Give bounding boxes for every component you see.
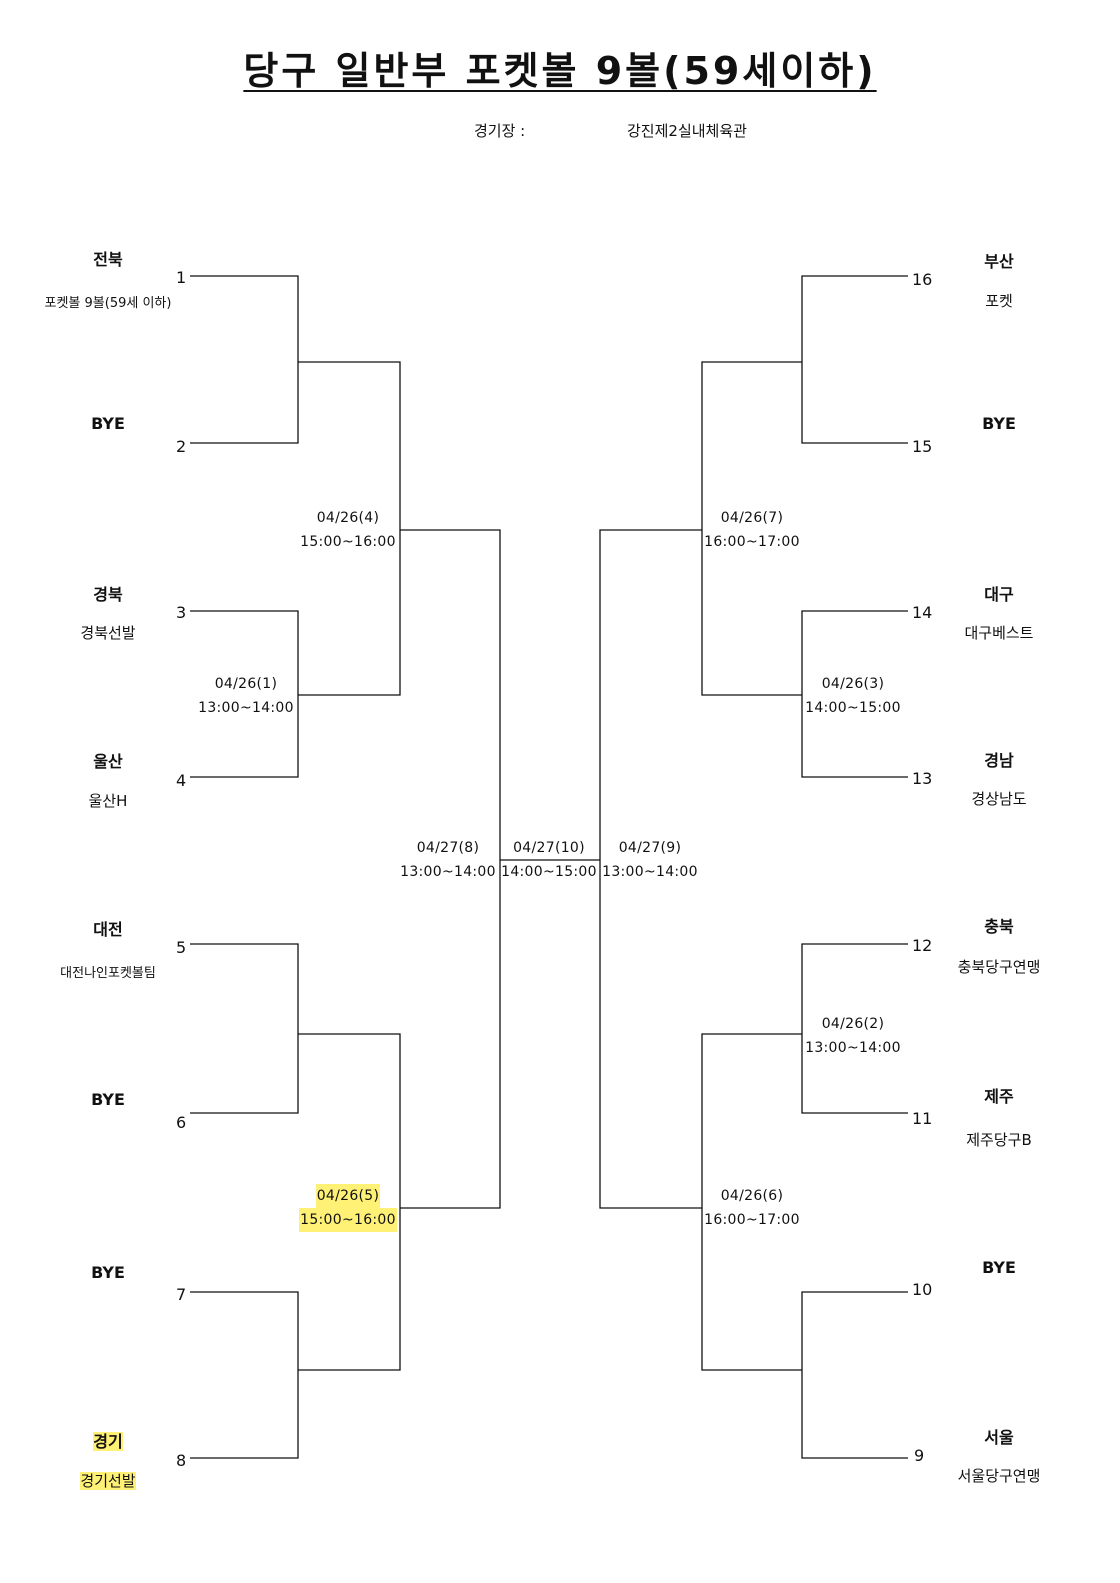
match-7-label: 04/26(7) 16:00~17:00 [702,506,802,554]
match-4-date: 04/26(4) [316,510,380,526]
match-6-label: 04/26(6) 16:00~17:00 [702,1184,802,1232]
match-4-time: 15:00~16:00 [300,534,396,550]
venue-value: 강진제2실내체육관 [627,122,747,140]
match-4-label: 04/26(4) 15:00~16:00 [298,506,398,554]
right-slot-14-region: 대구 [984,585,1014,604]
match-10-label: 04/27(10) 14:00~15:00 [499,836,599,884]
right-slot-12-seed: 12 [912,936,933,955]
match-9-time: 13:00~14:00 [602,864,698,880]
match-2-label: 04/26(2) 13:00~14:00 [803,1012,903,1060]
right-slot-16-team: 포켓 [985,292,1013,310]
left-slot-4-team: 울산H [88,792,128,810]
right-slot-16-seed: 16 [912,270,933,289]
right-slot-10-seed: 10 [912,1280,933,1299]
match-3-label: 04/26(3) 14:00~15:00 [803,672,903,720]
right-slot-11-region: 제주 [984,1087,1014,1106]
left-slot-1-team: 포켓볼 9볼(59세 이하) [44,296,172,311]
page-title: 당구 일반부 포켓볼 9볼(59세이하) [243,49,877,93]
bracket-line-right-r2-bottom [701,1033,802,1371]
bracket-line-left-r2-bottom [298,1033,401,1371]
match-5-label: 04/26(5) 15:00~16:00 [298,1184,398,1232]
match-10-date: 04/27(10) [513,840,585,856]
left-slot-5-region: 대전 [93,920,123,939]
bracket-line-right-pair-1 [801,275,908,444]
left-slot-4-region: 울산 [93,752,123,771]
left-slot-2-seed: 2 [176,437,187,456]
match-2-time: 13:00~14:00 [805,1040,901,1056]
right-slot-12-team: 충북당구연맹 [957,958,1041,976]
bracket-line-left-r2-top [298,361,401,696]
right-slot-13-seed: 13 [912,769,933,788]
bracket-line-left-r3 [400,529,501,1209]
right-slot-11-team: 제주당구B [966,1131,1032,1149]
match-1-label: 04/26(1) 13:00~14:00 [196,672,296,720]
right-slot-13-region: 경남 [984,751,1014,770]
match-7-date: 04/26(7) [720,510,784,526]
left-slot-2-region: BYE [91,414,125,433]
match-6-date: 04/26(6) [720,1188,784,1204]
right-slot-11-seed: 11 [912,1109,933,1128]
match-8-date: 04/27(8) [416,840,480,856]
bracket-line-right-pair-4 [801,1291,908,1459]
left-slot-6-seed: 6 [176,1113,187,1132]
bracket-line-left-pair-4 [190,1291,299,1459]
match-6-time: 16:00~17:00 [704,1212,800,1228]
right-slot-13-team: 경상남도 [971,790,1027,808]
left-slot-1-region: 전북 [93,250,123,269]
match-2-date: 04/26(2) [821,1016,885,1032]
left-slot-7-region: BYE [91,1263,125,1282]
right-slot-14-team: 대구베스트 [964,624,1034,642]
bracket-line-left-pair-1 [190,275,299,444]
match-5-date: 04/26(5) [298,1184,398,1208]
right-slot-9-region: 서울 [984,1428,1014,1447]
match-3-time: 14:00~15:00 [805,700,901,716]
match-1-time: 13:00~14:00 [198,700,294,716]
left-slot-7-seed: 7 [176,1285,187,1304]
left-slot-5-team: 대전나인포켓볼팀 [60,966,156,981]
right-slot-9-team: 서울당구연맹 [957,1467,1041,1485]
left-slot-8-team: 경기선발 [80,1472,136,1490]
bracket-line-left-pair-3 [190,943,299,1114]
match-8-label: 04/27(8) 13:00~14:00 [398,836,498,884]
bracket-line-right-r2-top [701,361,802,696]
venue-label: 경기장 : [474,122,526,140]
left-slot-4-seed: 4 [176,771,187,790]
right-slot-12-region: 충북 [984,917,1014,936]
right-slot-9-seed: 9 [914,1446,925,1465]
left-slot-8-seed: 8 [176,1451,187,1470]
left-slot-3-region: 경북 [93,585,123,604]
bracket-line-right-pair-2 [801,610,908,778]
left-slot-8-region: 경기 [93,1432,123,1451]
bracket-line-left-pair-2 [190,610,299,778]
left-slot-3-seed: 3 [176,603,187,622]
right-slot-15-region: BYE [982,414,1016,433]
bracket-line-right-pair-3 [801,943,908,1114]
match-8-time: 13:00~14:00 [400,864,496,880]
match-7-time: 16:00~17:00 [704,534,800,550]
match-5-time: 15:00~16:00 [298,1208,398,1232]
bracket-line-right-r3 [599,529,702,1209]
match-9-label: 04/27(9) 13:00~14:00 [600,836,700,884]
match-1-date: 04/26(1) [214,676,278,692]
right-slot-16-region: 부산 [984,252,1014,271]
left-slot-6-region: BYE [91,1090,125,1109]
left-slot-3-team: 경북선발 [80,624,136,642]
left-slot-1-seed: 1 [176,268,187,287]
left-slot-5-seed: 5 [176,938,187,957]
match-3-date: 04/26(3) [821,676,885,692]
right-slot-15-seed: 15 [912,437,933,456]
right-slot-14-seed: 14 [912,603,933,622]
match-9-date: 04/27(9) [618,840,682,856]
right-slot-10-region: BYE [982,1258,1016,1277]
match-10-time: 14:00~15:00 [501,864,597,880]
